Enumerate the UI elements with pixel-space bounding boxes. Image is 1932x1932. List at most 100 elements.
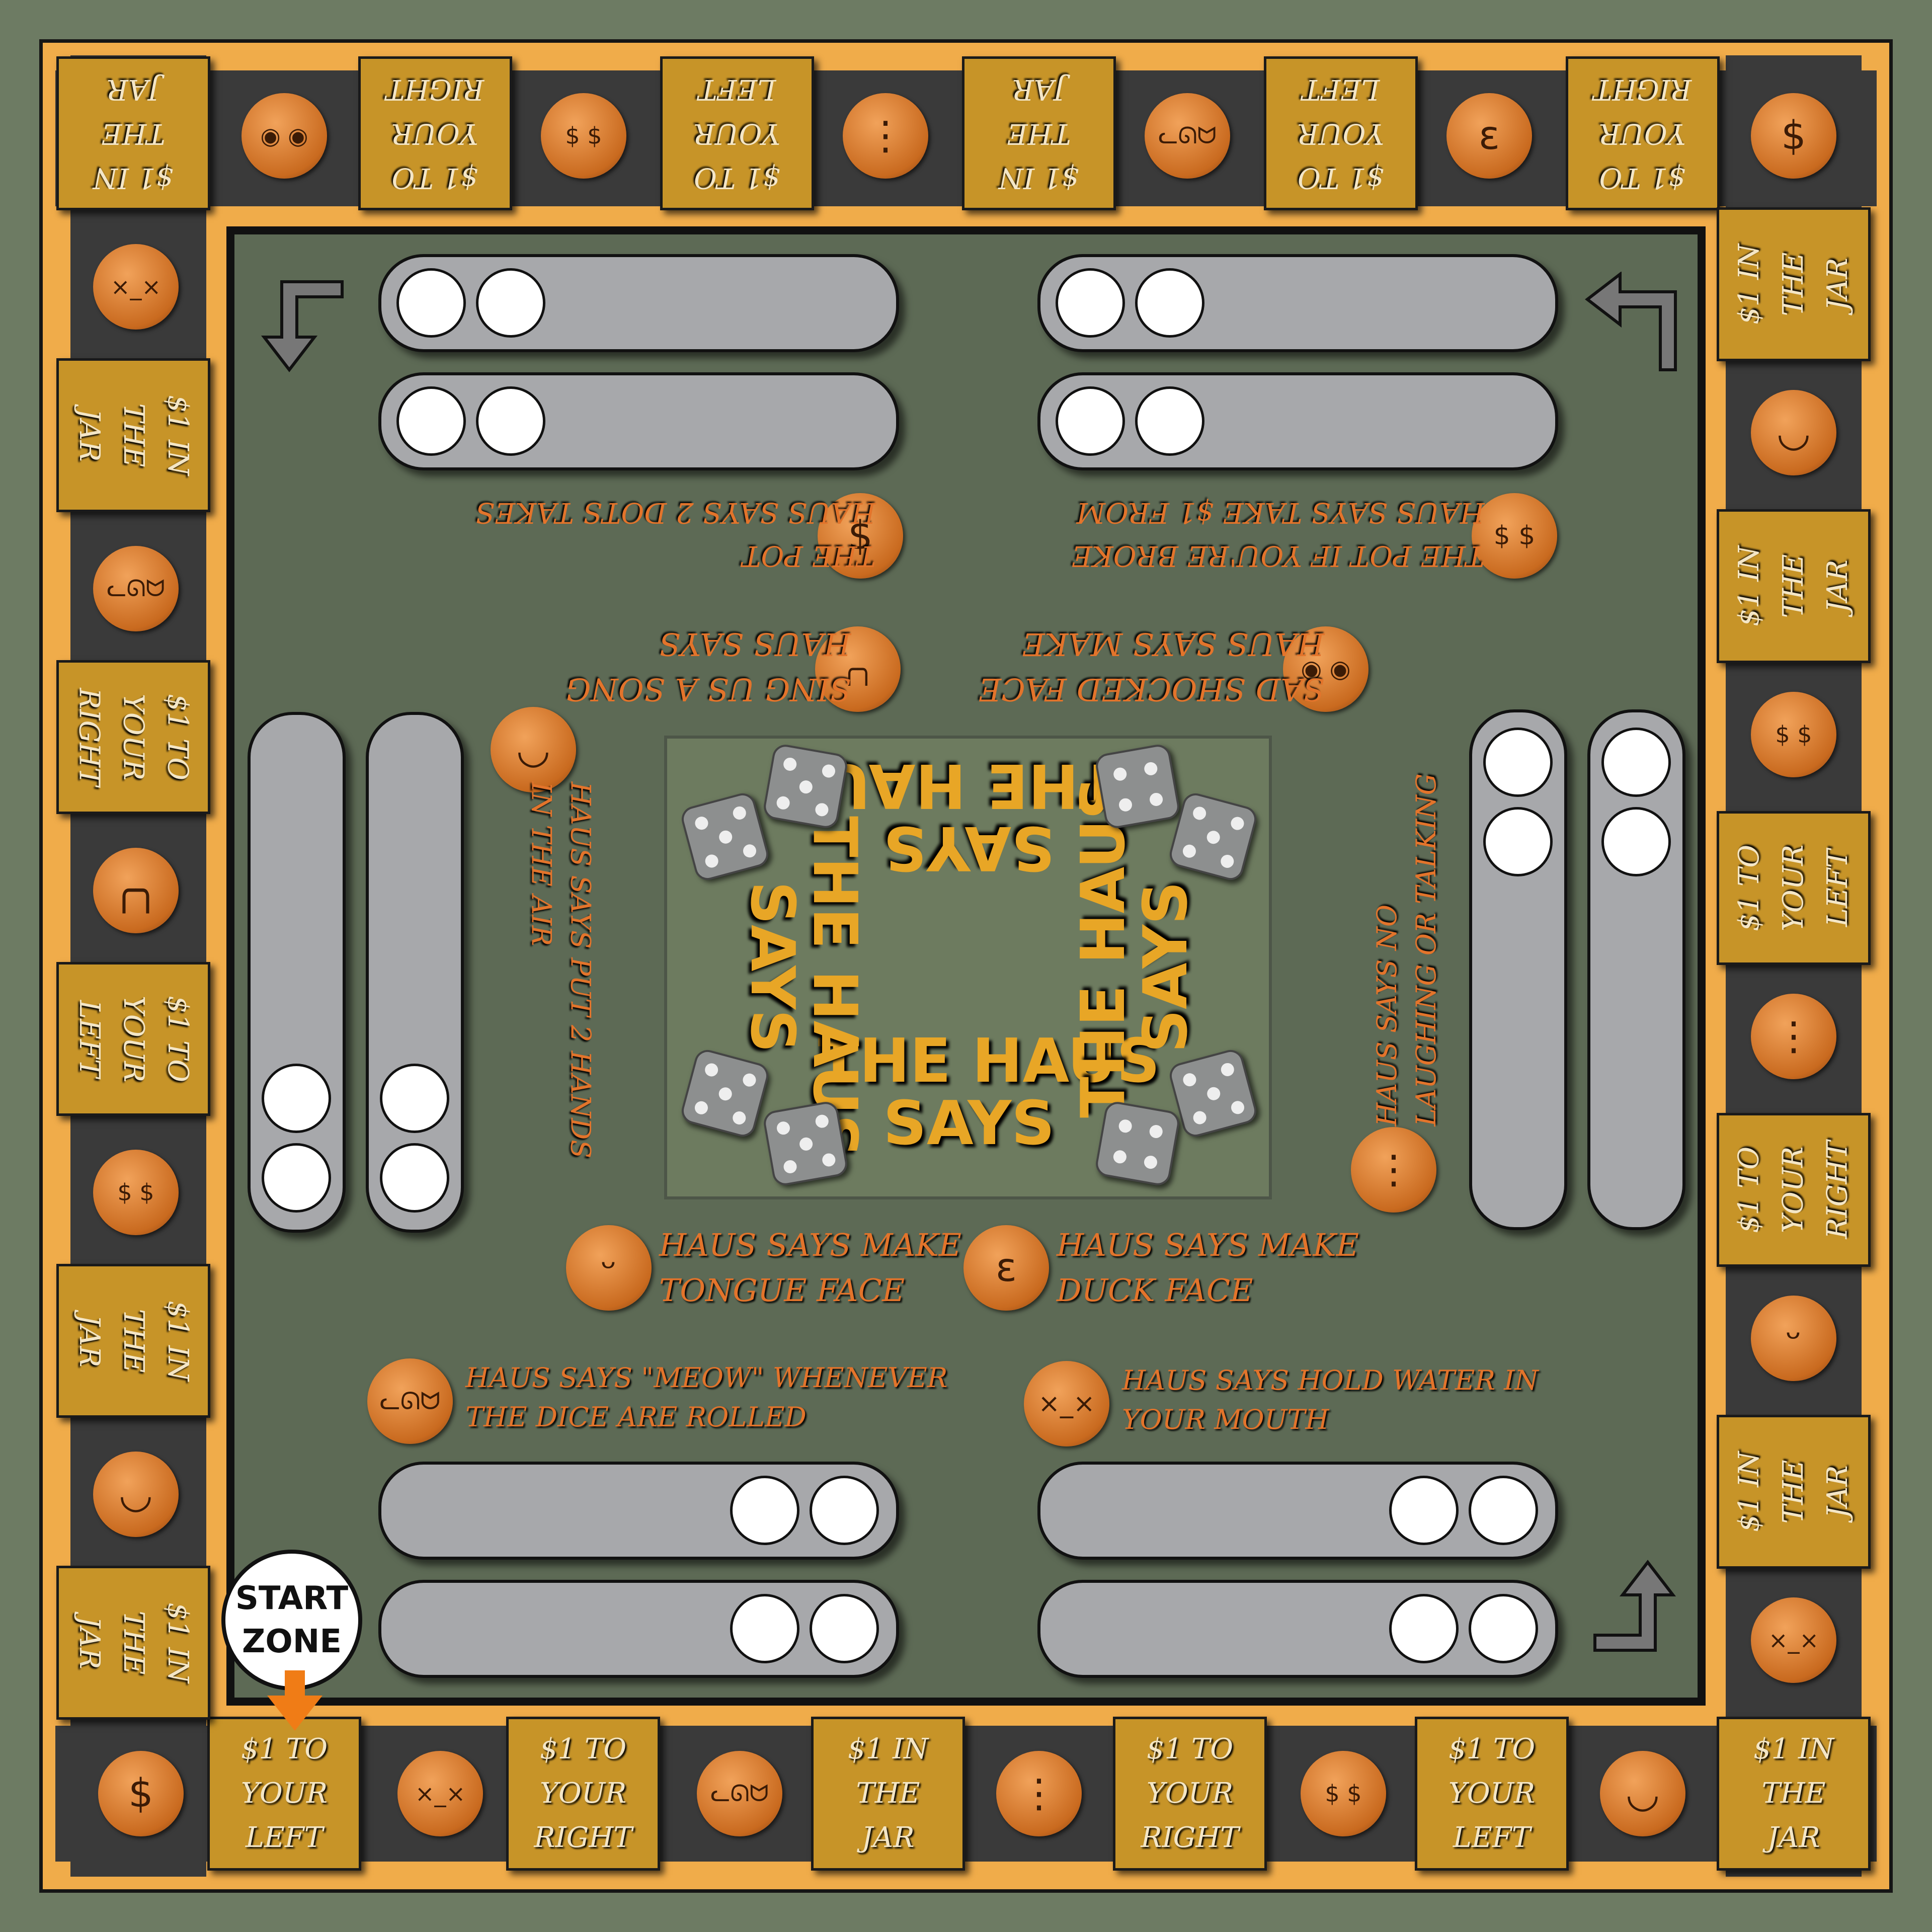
dizzy-face-icon: ×_× [1751,1597,1836,1683]
peg-hole[interactable] [810,1594,879,1663]
rule-line: LAUGHING OR TALKING [1410,773,1442,1126]
dizzy-face-icon: ×_× [1024,1361,1109,1446]
peg-hole[interactable] [476,386,545,456]
tile-text-line: JAR [1821,559,1854,613]
die-pip [1219,853,1236,869]
icon-glyph: ᓚᘏᗢ [710,1780,769,1807]
die-pip [1191,805,1208,822]
kiss-face-icon: ε [1446,93,1532,179]
die-pip [814,1113,830,1129]
icon-glyph: ⋮ [1774,1014,1813,1059]
peg-hole[interactable] [1135,386,1204,456]
peg-hole[interactable] [1056,386,1125,456]
die-pip [717,1086,734,1102]
die-pip [814,802,830,818]
peg-hole[interactable] [1601,728,1671,797]
peg-slot-left-1 [248,712,346,1233]
shocked-face-icon: ◉ ◉ [242,93,327,179]
tile-text-line: $1 IN [93,162,174,194]
peg-hole[interactable] [1056,268,1125,338]
die-pip [782,1159,798,1175]
icon-glyph: ᵕ [1785,1316,1802,1361]
icon-glyph: ◡ [1776,410,1811,455]
tile-text-line: JAR [1012,73,1066,106]
peg-hole[interactable] [396,268,466,338]
peg-hole[interactable] [1135,268,1204,338]
peg-hole[interactable] [1469,1476,1538,1545]
peg-hole[interactable] [1389,1594,1459,1663]
arrow-down-icon [261,280,344,372]
die-pip [1143,761,1159,776]
icon-glyph: ⋮ [1374,1147,1413,1192]
icon-glyph: ◉ ◉ [1301,655,1351,683]
cat-face-icon: ᓚᘏᗢ [697,1751,782,1836]
peg-hole[interactable] [380,1064,449,1133]
title-line: THE HAUS [818,1026,1160,1096]
peg-hole[interactable] [396,386,466,456]
peg-hole[interactable] [476,268,545,338]
peg-hole[interactable] [1469,1594,1538,1663]
tile-text-line: YOUR [1777,1146,1810,1234]
peg-hole[interactable] [262,1143,331,1213]
peg-hole[interactable] [730,1594,799,1663]
tile-text-line: RIGHT [534,1821,632,1854]
hug-face-icon: ◡ [491,707,576,792]
rule-sad-shocked: SAD SHOCKED FACE HAUS SAYS MAKE [979,621,1325,712]
tile-text-line: LEFT [698,73,776,106]
peg-hole[interactable] [380,1143,449,1213]
die-pip [703,853,720,869]
tile-text-line: YOUR [1297,117,1385,150]
peg-slot-top-left-2 [378,372,899,470]
money-tongue-icon: $ $ [1301,1751,1386,1836]
tile-text-line: $1 TO [1297,162,1385,194]
money-tongue-icon: $ $ [1472,493,1557,579]
tile-text-line: YOUR [1599,117,1686,150]
die-pip [717,829,734,845]
zipper-mouth-icon: ⋮ [1751,994,1836,1079]
tile-text-line: YOUR [539,1777,627,1810]
rule-line: THE POT IF YOU'RE BROKE [1072,539,1485,572]
tile-text-line: $1 TO [1448,1733,1536,1765]
title-bottom: THE HAUS SAYS [818,1026,1160,1159]
tile-text-line: $1 IN [162,1300,194,1382]
tile-text-line: JAR [1767,1821,1820,1854]
peg-hole[interactable] [810,1476,879,1545]
die-pip [775,1120,791,1136]
tile-text-line: JAR [1821,258,1854,311]
peg-hole[interactable] [262,1064,331,1133]
peg-hole[interactable] [1601,807,1671,876]
rule-line: DUCK FACE [1057,1272,1253,1309]
peg-hole[interactable] [730,1476,799,1545]
peg-hole[interactable] [1389,1476,1459,1545]
tile-text-line: $1 TO [693,162,781,194]
tile-text-line: YOUR [117,693,150,781]
title-line: SAYS [883,1089,1055,1159]
zipper-mouth-icon: ⋮ [843,93,928,179]
tile-text-line: $1 TO [1146,1733,1234,1765]
icon-glyph: ◡ [118,1472,153,1517]
icon-glyph: ◡ [516,727,551,772]
dizzy-face-icon: ×_× [397,1751,483,1836]
die-icon [762,743,849,830]
peg-hole[interactable] [1483,728,1553,797]
hug-face-icon: ◡ [1751,390,1836,475]
icon-glyph: ×_× [1768,1627,1819,1654]
peg-hole[interactable] [1483,807,1553,876]
tile-text-line: $1 IN [1753,1733,1834,1765]
icon-glyph: ×_× [415,1780,466,1807]
tile-text-line: JAR [107,73,160,106]
